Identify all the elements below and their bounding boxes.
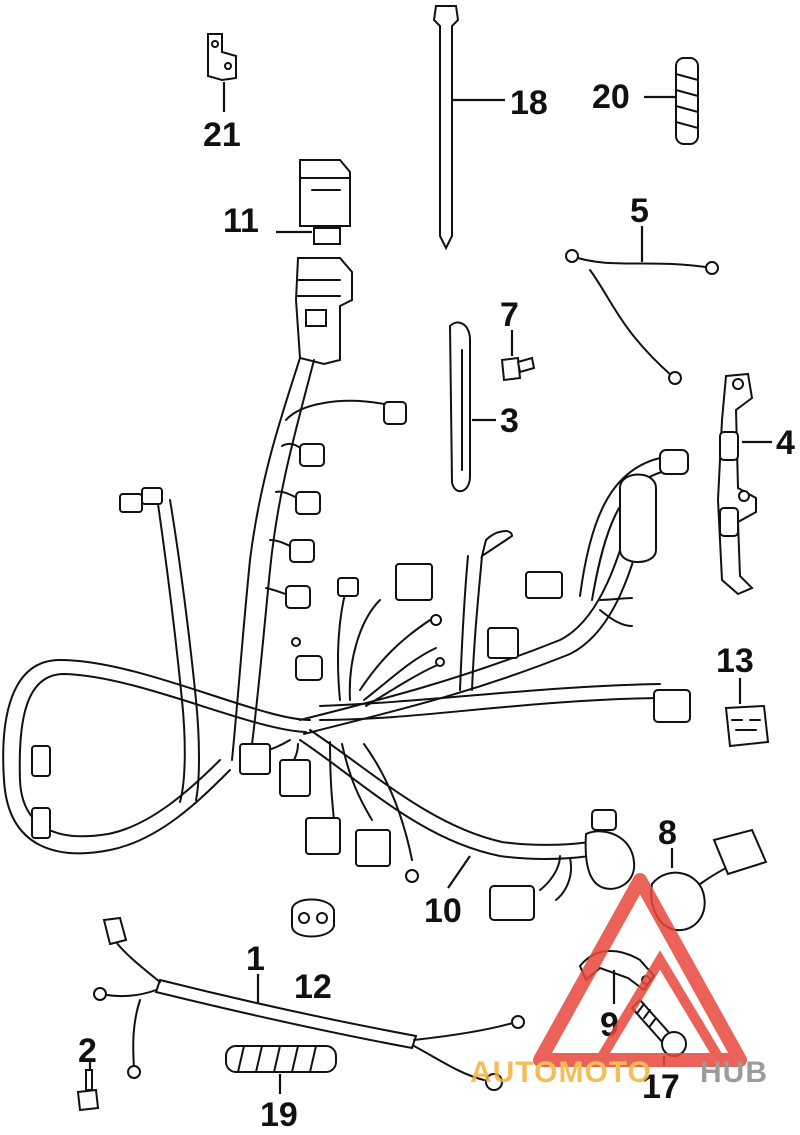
part-2-bolt: 2 (76, 1032, 100, 1112)
label-19: 19 (260, 1096, 298, 1134)
part-13-rubber-block: 13 (716, 642, 770, 748)
part-5-ground-wire: 5 (565, 192, 719, 385)
part-19-spiral-tube: 19 (225, 1045, 337, 1134)
part-1-sub-harness: 1 (93, 916, 525, 1091)
part-20-tube: 20 (592, 57, 699, 145)
label-13: 13 (716, 642, 754, 680)
label-10: 10 (424, 892, 462, 930)
part-18-cable-tie: 18 (432, 5, 548, 251)
part-4-strap: 4 (716, 372, 795, 596)
label-21: 21 (203, 116, 241, 154)
watermark-logo: AUTOMOTO HUB (470, 873, 768, 1089)
label-11: 11 (223, 202, 259, 240)
label-18: 18 (510, 84, 548, 122)
part-21-bracket: 21 (203, 33, 241, 154)
part-12-grommet: 12 (291, 898, 335, 1006)
label-8: 8 (658, 814, 677, 852)
label-4: 4 (776, 424, 795, 462)
label-3: 3 (500, 402, 519, 440)
part-10-main-harness: 10 (2, 357, 691, 930)
label-12: 12 (294, 968, 332, 1006)
part-7-bolt: 7 (500, 296, 536, 382)
part-8-sensor: 8 (650, 814, 768, 932)
watermark-text-a: AUTOMOTO (470, 1056, 652, 1089)
label-1: 1 (246, 940, 265, 978)
main-connector-stack (294, 257, 353, 366)
part-17-bolt: 17 (630, 998, 687, 1106)
part-11-relay: 11 (223, 159, 351, 245)
label-20: 20 (592, 78, 630, 116)
part-3-plug-lead: 3 (448, 321, 519, 492)
label-7: 7 (500, 296, 519, 334)
label-2: 2 (78, 1032, 97, 1070)
watermark-text-b: HUB (700, 1056, 768, 1089)
label-17: 17 (642, 1068, 680, 1106)
label-5: 5 (630, 192, 649, 230)
